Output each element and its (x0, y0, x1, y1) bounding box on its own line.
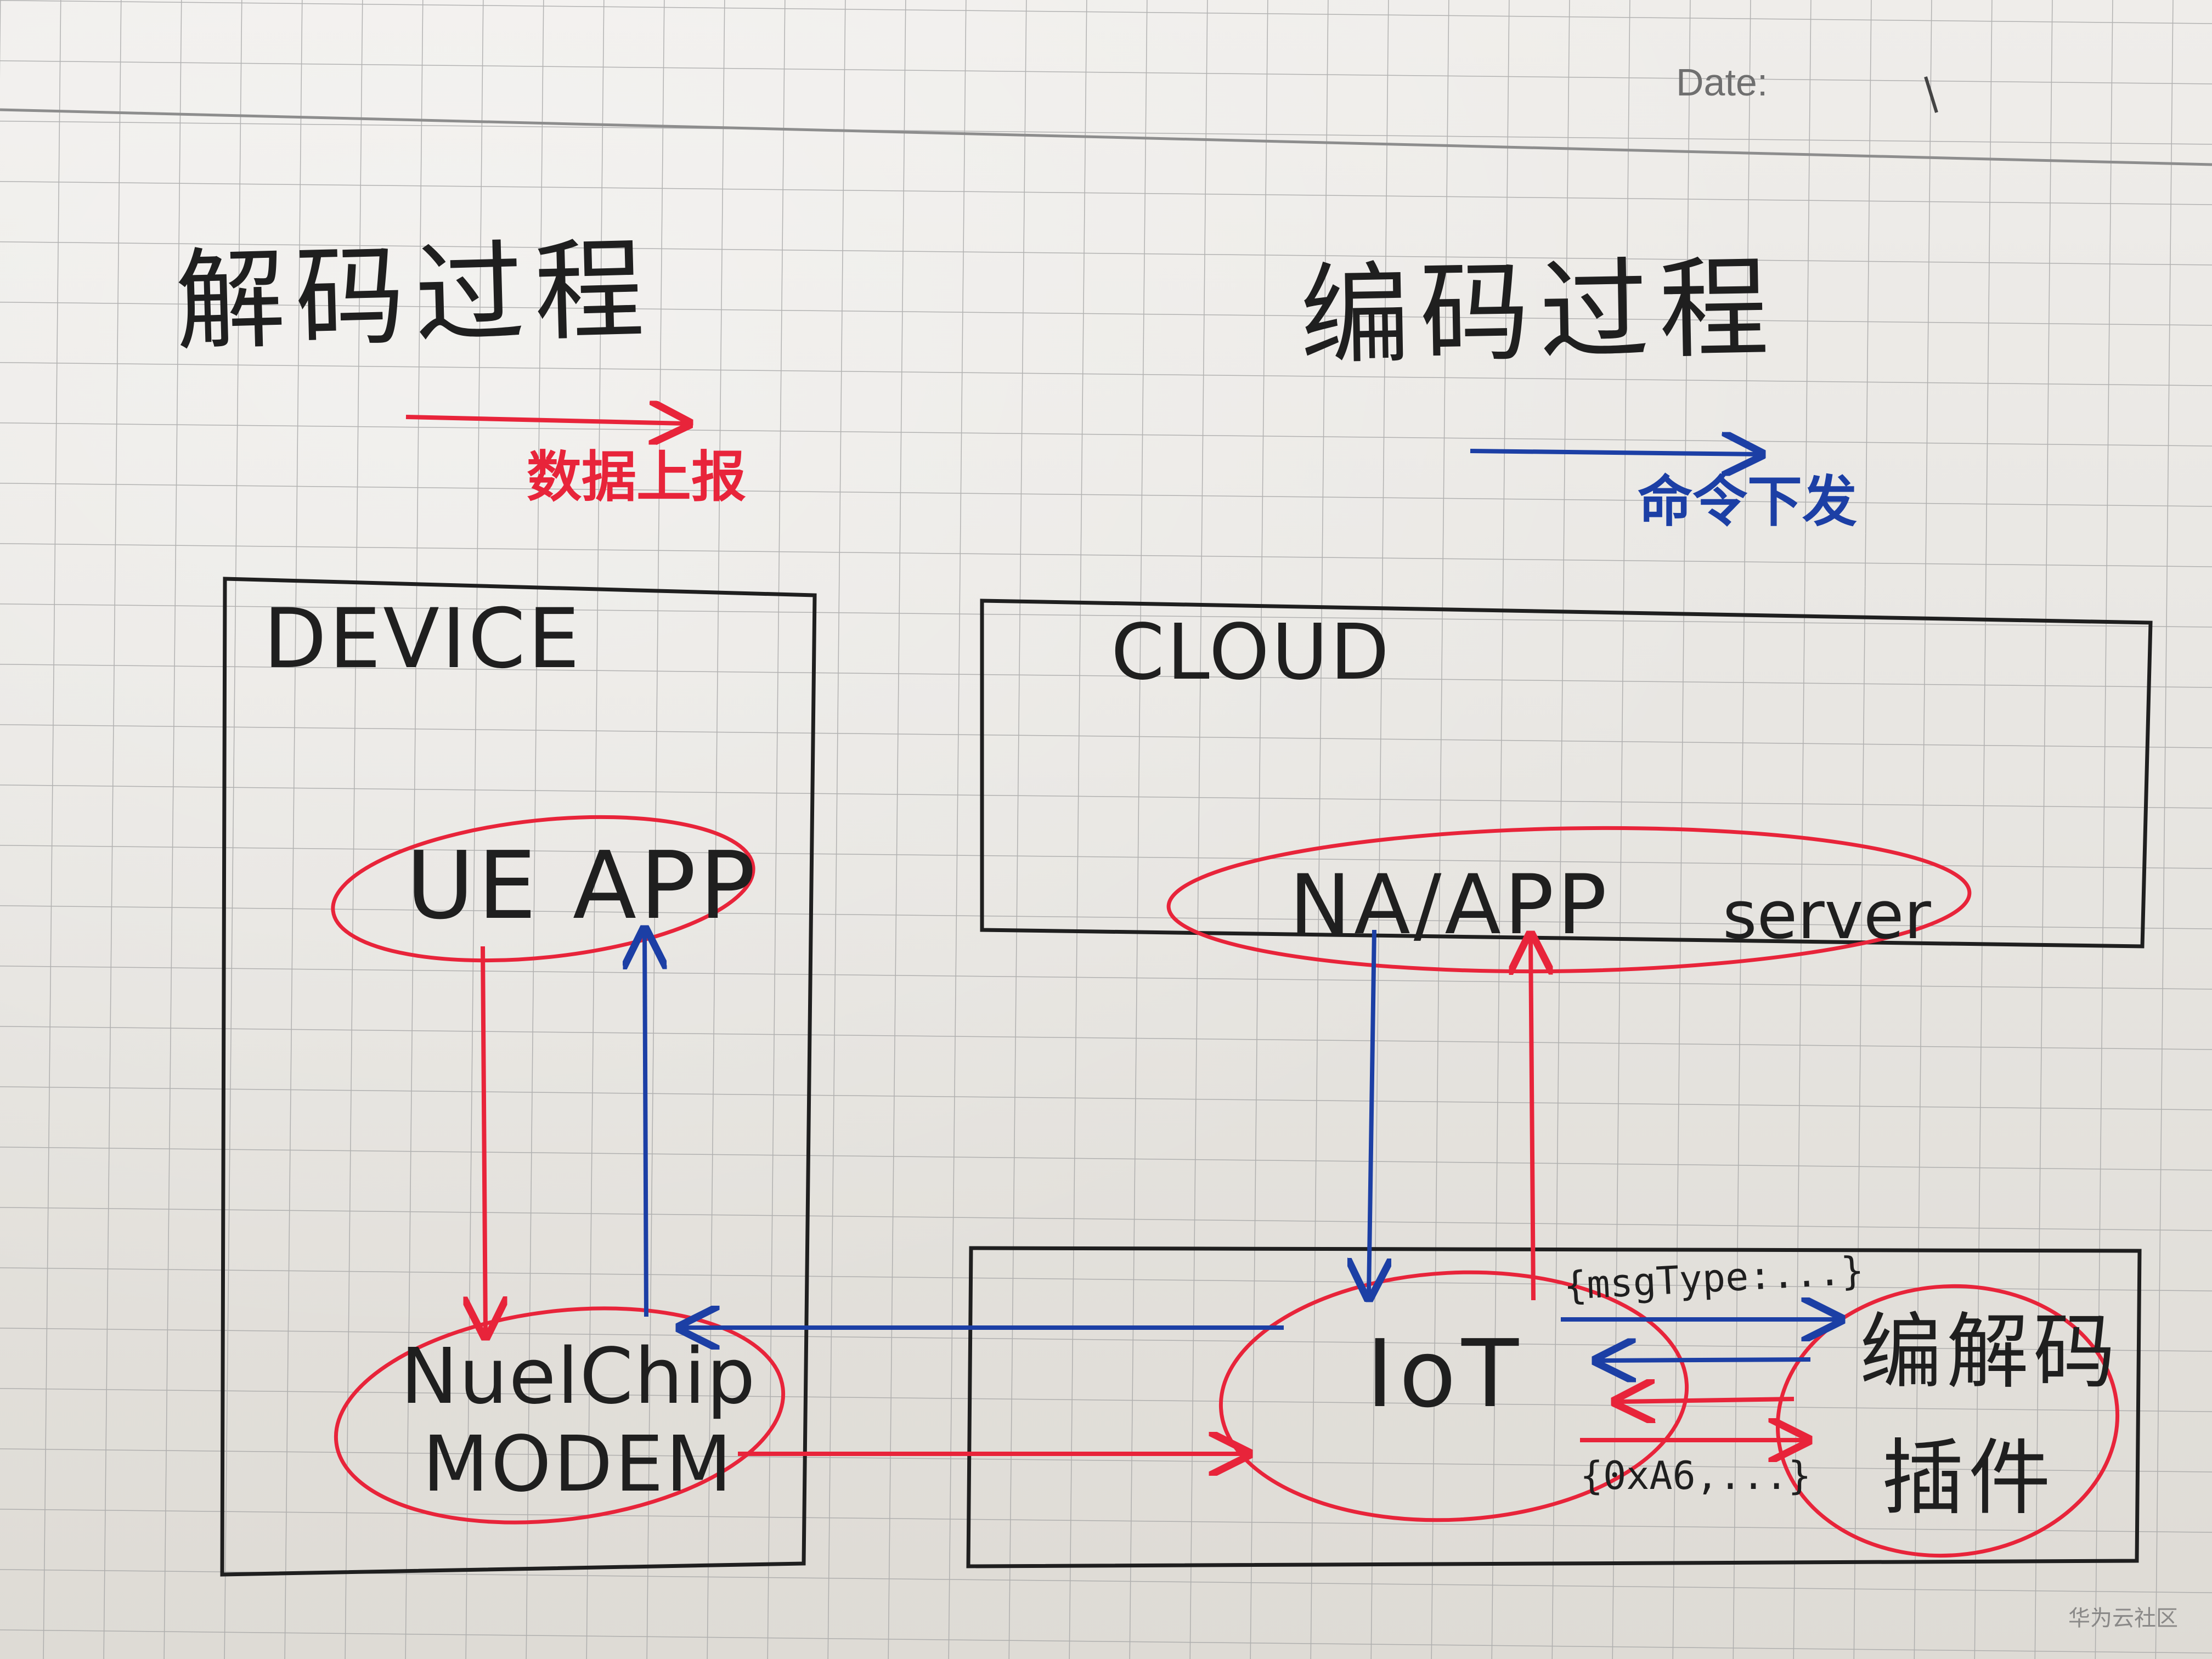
encode-title: 编码过程 (1299, 244, 1780, 381)
iot-node: IoT (1366, 1320, 1524, 1429)
na-app-node: NA/APP (1289, 857, 1610, 953)
cloud-box-title: CLOUD (1111, 608, 1392, 697)
flow-iot-to-na (1531, 938, 1533, 1301)
iot-highlight (1218, 1270, 1689, 1522)
watermark: 华为云社区 (2068, 1606, 2178, 1631)
ue-app-node: UE APP (406, 832, 759, 940)
device-box-title: DEVICE (263, 591, 582, 687)
legend-report-label: 数据上报 (527, 445, 746, 509)
codec-node-line2: 插件 (1882, 1431, 2056, 1526)
iot-box (966, 1246, 2142, 1568)
binary-message-label: {0xA6,...} (1580, 1453, 1812, 1498)
date-slash (1924, 76, 1938, 113)
flow-codec-to-iot-red (1618, 1399, 1795, 1402)
decode-title: 解码过程 (174, 225, 656, 366)
legend-command-label: 命令下发 (1638, 470, 1857, 534)
cloud-box (980, 599, 2153, 949)
flow-codec-to-iot-blue (1599, 1359, 1811, 1361)
legend-blue-arrow (1470, 451, 1758, 454)
chip-node-line2: MODEM (422, 1420, 735, 1509)
header-rule (0, 108, 2212, 166)
chip-highlight (334, 1306, 786, 1525)
legend-red-arrow (405, 417, 686, 424)
flow-na-to-iot (1369, 929, 1374, 1295)
flow-ueapp-to-chip (483, 946, 486, 1333)
chip-node-line1: NuelChip (400, 1332, 757, 1421)
flow-chip-to-ueapp (645, 933, 646, 1317)
device-box (220, 577, 817, 1577)
na-app-server-label: server (1723, 878, 1931, 954)
na-app-highlight (1166, 826, 1972, 974)
date-label: Date: (1676, 61, 1768, 104)
ue-app-highlight (331, 815, 755, 963)
codec-node-line1: 编解码 (1860, 1305, 2120, 1400)
